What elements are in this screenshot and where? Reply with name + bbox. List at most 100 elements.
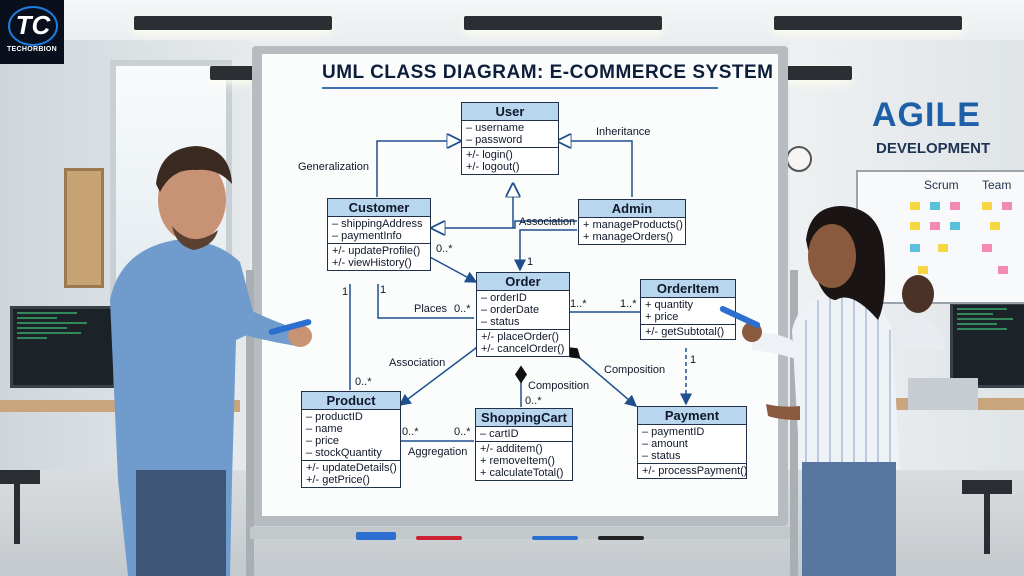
method: +/- cancelOrder() <box>481 343 565 355</box>
multiplicity: 1 <box>380 284 387 296</box>
method: +/- getPrice() <box>306 474 370 486</box>
label-inheritance: Inheritance <box>596 126 651 138</box>
class-user: User – username– password +/- login()+/-… <box>461 102 559 175</box>
sticky-note <box>910 202 920 210</box>
attribute: – stockQuantity <box>306 447 382 459</box>
multiplicity: 1 <box>690 354 697 366</box>
sticky-note <box>998 266 1008 274</box>
eraser <box>356 532 396 540</box>
method: + removeItem() <box>480 455 555 467</box>
monitor <box>950 302 1024 388</box>
ceiling-lamp <box>786 66 852 80</box>
attribute: – status <box>642 450 681 462</box>
attribute: – orderDate <box>481 304 540 316</box>
label-aggregation: Aggregation <box>408 446 468 458</box>
agile-subtitle: DEVELOPMENT <box>876 140 991 157</box>
multiplicity: 0..* <box>454 426 471 438</box>
attribute: – price <box>306 435 340 447</box>
ceiling-lamp <box>210 66 256 80</box>
method: +/- processPayment() <box>642 465 748 477</box>
customer-order-line <box>427 255 478 283</box>
kanban-column-team: Team <box>982 178 1012 192</box>
multiplicity: 0..* <box>436 243 453 255</box>
attribute: – status <box>481 316 520 328</box>
ceiling-lamp <box>464 16 662 30</box>
class-product: Product – productID– name– price– stockQ… <box>301 391 401 488</box>
method: +/- updateProfile() <box>332 245 421 257</box>
whiteboard-stand-leg <box>790 270 798 576</box>
attribute: + price <box>645 311 679 323</box>
association-line <box>432 220 577 228</box>
association-order-product <box>398 336 488 406</box>
places-line <box>377 284 474 319</box>
kanban-column-scrum: Scrum <box>924 178 959 192</box>
attribute: – shippingAddress <box>332 218 423 230</box>
multiplicity: 0..* <box>402 426 419 438</box>
label-generalization: Generalization <box>298 161 369 173</box>
label-association: Association <box>519 216 576 228</box>
sticky-note <box>982 202 992 210</box>
sticky-note <box>930 222 940 230</box>
class-admin: Admin + manageProducts()+ manageOrders() <box>578 199 686 245</box>
attribute: – password <box>466 134 523 146</box>
multiplicity: 0..* <box>454 303 471 315</box>
sticky-note <box>990 222 1000 230</box>
monitor <box>10 306 116 388</box>
multiplicity: 1..* <box>570 298 587 310</box>
agile-title: AGILE <box>872 96 981 134</box>
multiplicity: 0..* <box>525 395 542 407</box>
office-chair <box>0 470 1012 554</box>
cork-board <box>64 168 104 288</box>
sticky-note <box>950 222 960 230</box>
sticky-note <box>982 244 992 252</box>
method: +/- placeOrder() <box>481 331 559 343</box>
method: + calculateTotal() <box>480 467 564 479</box>
sticky-note <box>910 222 920 230</box>
techorbion-logo: TC TECHORBION <box>0 0 64 64</box>
class-name: Product <box>302 392 400 410</box>
sticky-note <box>930 202 940 210</box>
black-marker <box>598 536 644 540</box>
attribute: – orderID <box>481 292 527 304</box>
method: +/- logout() <box>466 161 520 173</box>
sticky-note <box>910 244 920 252</box>
attribute: – username <box>466 122 525 134</box>
multiplicity: 1 <box>527 256 534 268</box>
red-marker <box>416 536 462 540</box>
ceiling-lamp <box>134 16 332 30</box>
class-name: OrderItem <box>641 280 735 298</box>
attribute: – name <box>306 423 343 435</box>
class-name: User <box>462 103 558 121</box>
sticky-note <box>950 202 960 210</box>
wall-clock <box>786 146 812 172</box>
method: +/- viewHistory() <box>332 257 412 269</box>
label-composition: Composition <box>604 364 666 376</box>
method: +/- login() <box>466 149 513 161</box>
logo-name: TECHORBION <box>6 46 58 53</box>
label-composition: Composition <box>528 380 590 392</box>
class-name: Admin <box>579 200 685 218</box>
sticky-note <box>1002 202 1012 210</box>
multiplicity: 1 <box>342 286 349 298</box>
class-order: Order – orderID– orderDate– status +/- p… <box>476 272 570 357</box>
attribute: – amount <box>642 438 688 450</box>
background-worker <box>896 275 978 410</box>
attribute: – cartID <box>480 428 519 440</box>
class-name: Order <box>477 273 569 291</box>
woman-presenter <box>719 206 900 576</box>
man-presenter <box>110 146 312 576</box>
method: +/- additem() <box>480 443 543 455</box>
attribute: – paymentID <box>642 426 705 438</box>
label-association: Association <box>389 357 446 369</box>
whiteboard-stand-leg <box>246 270 254 576</box>
class-name: Customer <box>328 199 430 217</box>
class-orderitem: OrderItem + quantity+ price +/- getSubto… <box>640 279 736 340</box>
sticky-note <box>918 266 928 274</box>
class-shoppingcart: ShoppingCart – cartID +/- additem()+ rem… <box>475 408 573 481</box>
admin-order-line <box>514 229 577 272</box>
multiplicity: 0..* <box>355 376 372 388</box>
attribute: – paymentInfo <box>332 230 402 242</box>
class-name: ShoppingCart <box>476 409 572 427</box>
